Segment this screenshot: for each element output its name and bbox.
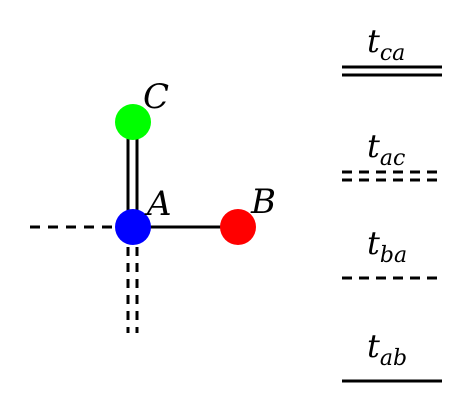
bond-a-c-double-solid bbox=[126, 123, 139, 226]
node-c-label: C bbox=[143, 77, 169, 117]
legend-line-double-dashed bbox=[342, 170, 442, 182]
legend-item-ba: tba bbox=[342, 224, 442, 280]
node-c-circle bbox=[115, 104, 151, 140]
legend-line-double-solid bbox=[342, 65, 442, 77]
node-b-label: B bbox=[250, 182, 276, 222]
legend-label-ab: tab bbox=[367, 327, 407, 371]
node-a-circle bbox=[115, 209, 151, 245]
legend-label-ac: tac bbox=[367, 127, 405, 171]
node-a-label: A bbox=[144, 184, 172, 224]
legend-item-ac: tac bbox=[342, 127, 442, 182]
legend-label-ba: tba bbox=[367, 224, 407, 268]
legend-label-ca: tca bbox=[367, 22, 405, 66]
legend-item-ab: tab bbox=[342, 327, 442, 383]
legend-item-ca: tca bbox=[342, 22, 442, 77]
bond-a-down-double-dashed bbox=[126, 247, 139, 333]
legend: tca tac tba tab bbox=[342, 22, 442, 383]
node-b-circle bbox=[220, 209, 256, 245]
